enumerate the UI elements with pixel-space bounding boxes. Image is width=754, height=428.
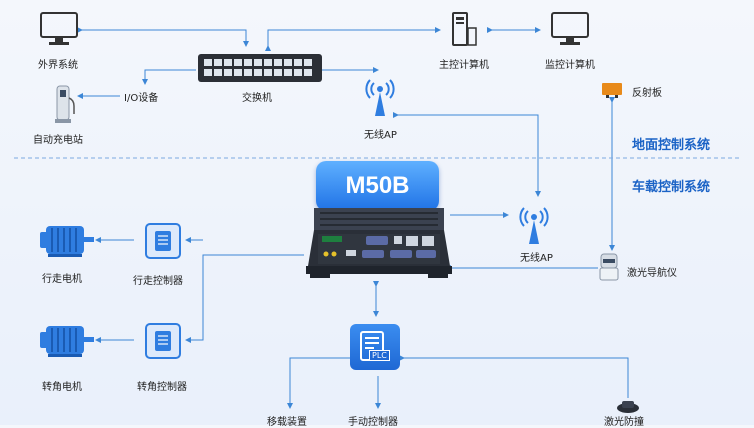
- laser-navigator-label: 激光导航仪: [627, 268, 677, 279]
- switch-icon: [198, 54, 322, 82]
- plc-box: PLC: [350, 324, 400, 370]
- steer-controller-label: 转角控制器: [137, 382, 187, 393]
- motor-controller-icon: [145, 323, 181, 359]
- controller-model-badge: M50B: [316, 161, 439, 211]
- steer-motor-label: 转角电机: [42, 382, 82, 393]
- reflector-label: 反射板: [632, 88, 662, 99]
- monitor-icon: [40, 12, 78, 45]
- master-computer-label: 主控计算机: [439, 60, 489, 71]
- monitor-icon: [551, 12, 589, 45]
- plc-label: PLC: [369, 350, 390, 361]
- drive-motor-label: 行走电机: [42, 274, 82, 285]
- charging-station-icon: [55, 85, 75, 123]
- charging-station-label: 自动充电站: [33, 135, 83, 146]
- switch-label: 交换机: [242, 93, 272, 104]
- monitor-computer-label: 监控计算机: [545, 60, 595, 71]
- wireless-ap-ground-label: 无线AP: [364, 130, 397, 141]
- wireless-ap-icon: [519, 207, 549, 244]
- lift-device-label: 移载装置: [267, 417, 307, 428]
- motor-icon: [40, 226, 94, 257]
- reflector-icon: [602, 83, 622, 98]
- drive-controller-label: 行走控制器: [133, 276, 183, 287]
- external-system-label: 外界系统: [38, 60, 78, 71]
- laser-navigator-icon: [599, 253, 619, 281]
- motor-controller-icon: [145, 223, 181, 259]
- laser-scanner-icon: [617, 401, 639, 413]
- section-vehicle-title: 车载控制系统: [632, 180, 711, 195]
- industrial-computer-icon: [306, 208, 452, 278]
- motor-icon: [40, 326, 94, 357]
- io-device-label: I/O设备: [124, 93, 159, 104]
- laser-anticollision-label: 激光防撞: [604, 417, 644, 428]
- computer-tower-icon: [452, 12, 477, 46]
- wireless-ap-vehicle-label: 无线AP: [520, 253, 553, 264]
- section-ground-title: 地面控制系统: [632, 138, 711, 153]
- wireless-ap-icon: [365, 79, 395, 116]
- manual-controller-label: 手动控制器: [348, 417, 398, 428]
